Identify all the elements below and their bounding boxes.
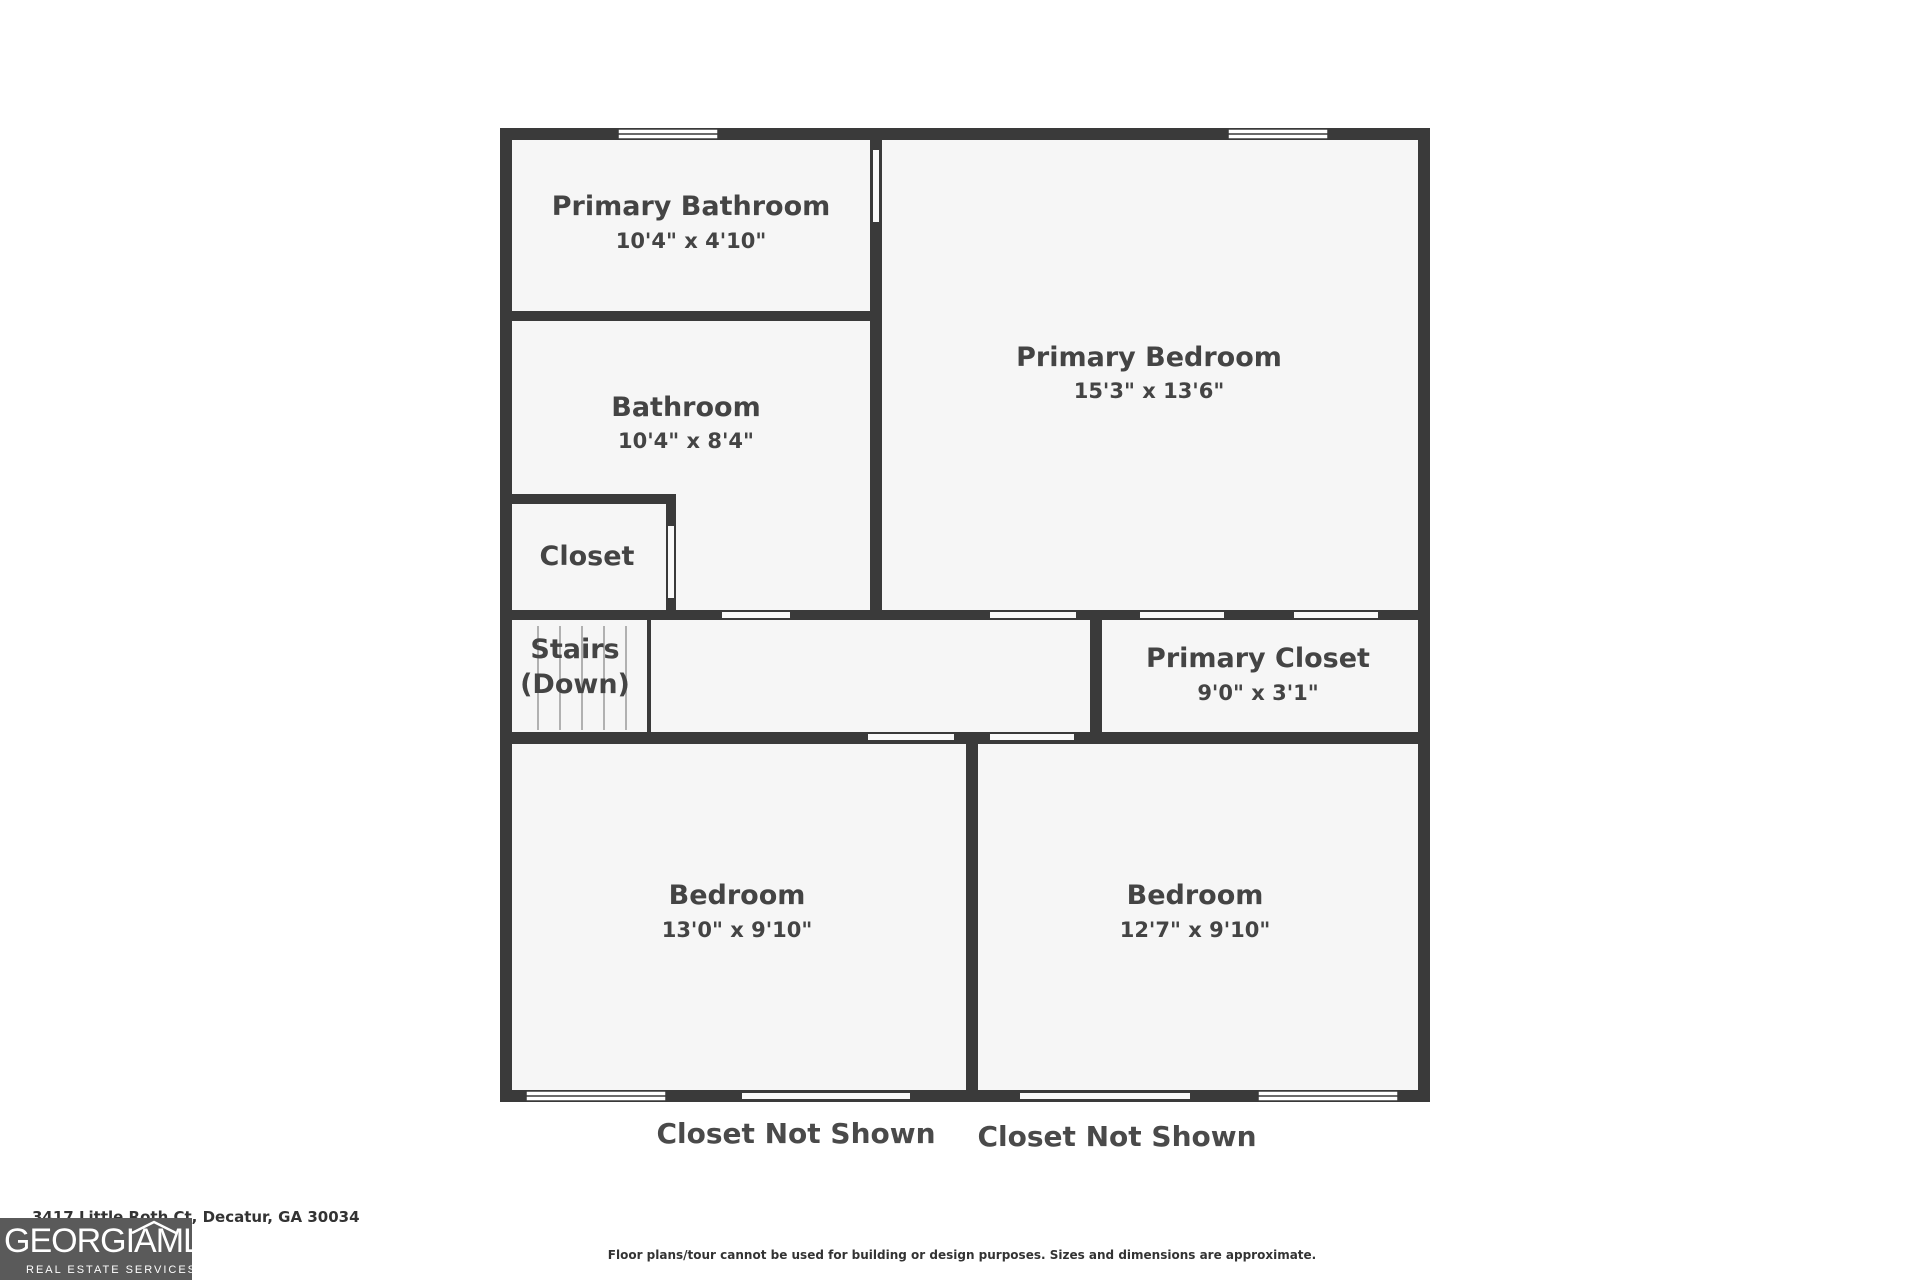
wall-stairs-right xyxy=(647,620,651,732)
room-dims-bedroom-left: 13'0" x 9'10" xyxy=(661,918,813,942)
wall-center-vertical xyxy=(870,134,882,618)
wall-bottom xyxy=(500,1090,1430,1102)
room-name-stairs: Stairs (Down) xyxy=(520,632,630,702)
wall-left xyxy=(500,128,512,1102)
logo-tagline: REAL ESTATE SERVICES xyxy=(26,1264,198,1276)
window-bedroom-left xyxy=(525,1090,667,1102)
door-primary-bath xyxy=(873,150,879,222)
room-name-bathroom: Bathroom xyxy=(611,392,761,423)
stairs-label-line1: Stairs xyxy=(530,634,620,665)
room-dims-bedroom-right: 12'7" x 9'10" xyxy=(1119,918,1271,942)
wall-hall-bottom xyxy=(512,732,1418,744)
room-name-bedroom-right: Bedroom xyxy=(1126,880,1264,911)
exterior-walls xyxy=(500,128,1430,1102)
interior-walls xyxy=(512,134,1418,1096)
door-closet xyxy=(668,526,674,598)
room-name-primary-closet: Primary Closet xyxy=(1146,643,1370,674)
door-openings xyxy=(668,150,1378,1099)
wall-closet-top xyxy=(512,494,676,504)
room-name-closet: Closet xyxy=(539,541,635,572)
stairs-label-line2: (Down) xyxy=(520,669,630,700)
wall-bedrooms-divider xyxy=(966,732,978,1096)
door-primary-bedroom xyxy=(990,612,1076,618)
wall-primary-closet-left xyxy=(1090,610,1102,734)
wall-right xyxy=(1418,128,1430,1102)
door-bedroom-right-closet xyxy=(1020,1093,1190,1099)
room-dims-bathroom: 10'4" x 8'4" xyxy=(618,429,754,453)
room-name-primary-bathroom: Primary Bathroom xyxy=(551,191,831,222)
wall-bath-divider xyxy=(512,311,874,321)
room-dims-primary-bathroom: 10'4" x 4'10" xyxy=(615,229,767,253)
room-dims-primary-bedroom: 15'3" x 13'6" xyxy=(1073,379,1225,403)
door-primary-closet-1 xyxy=(1140,612,1224,618)
window-primary-bedroom xyxy=(1227,128,1329,140)
georgia-mls-logo: GEORGIAMLS REAL ESTATE SERVICES xyxy=(0,1218,224,1280)
disclaimer-text: Floor plans/tour cannot be used for buil… xyxy=(607,1248,1317,1262)
house-roof-icon xyxy=(131,1220,177,1234)
window-primary-bath xyxy=(617,128,719,140)
window-bedroom-right xyxy=(1257,1090,1399,1102)
logo-brand-text: GEORGIAMLS xyxy=(4,1222,224,1260)
note-closet-not-shown-left: Closet Not Shown xyxy=(656,1117,936,1150)
door-bedroom-left-closet xyxy=(742,1093,910,1099)
door-bathroom xyxy=(722,612,790,618)
stairs-treads xyxy=(537,626,627,730)
wall-hall-top xyxy=(512,610,1418,620)
door-bedroom-right xyxy=(990,734,1074,740)
door-primary-closet-2 xyxy=(1294,612,1378,618)
wall-top xyxy=(500,128,1430,140)
room-dims-primary-closet: 9'0" x 3'1" xyxy=(1197,681,1319,705)
windows xyxy=(525,128,1399,1102)
room-name-bedroom-left: Bedroom xyxy=(668,880,806,911)
room-name-primary-bedroom: Primary Bedroom xyxy=(1016,342,1282,373)
note-closet-not-shown-right: Closet Not Shown xyxy=(977,1120,1257,1153)
door-bedroom-left xyxy=(868,734,954,740)
